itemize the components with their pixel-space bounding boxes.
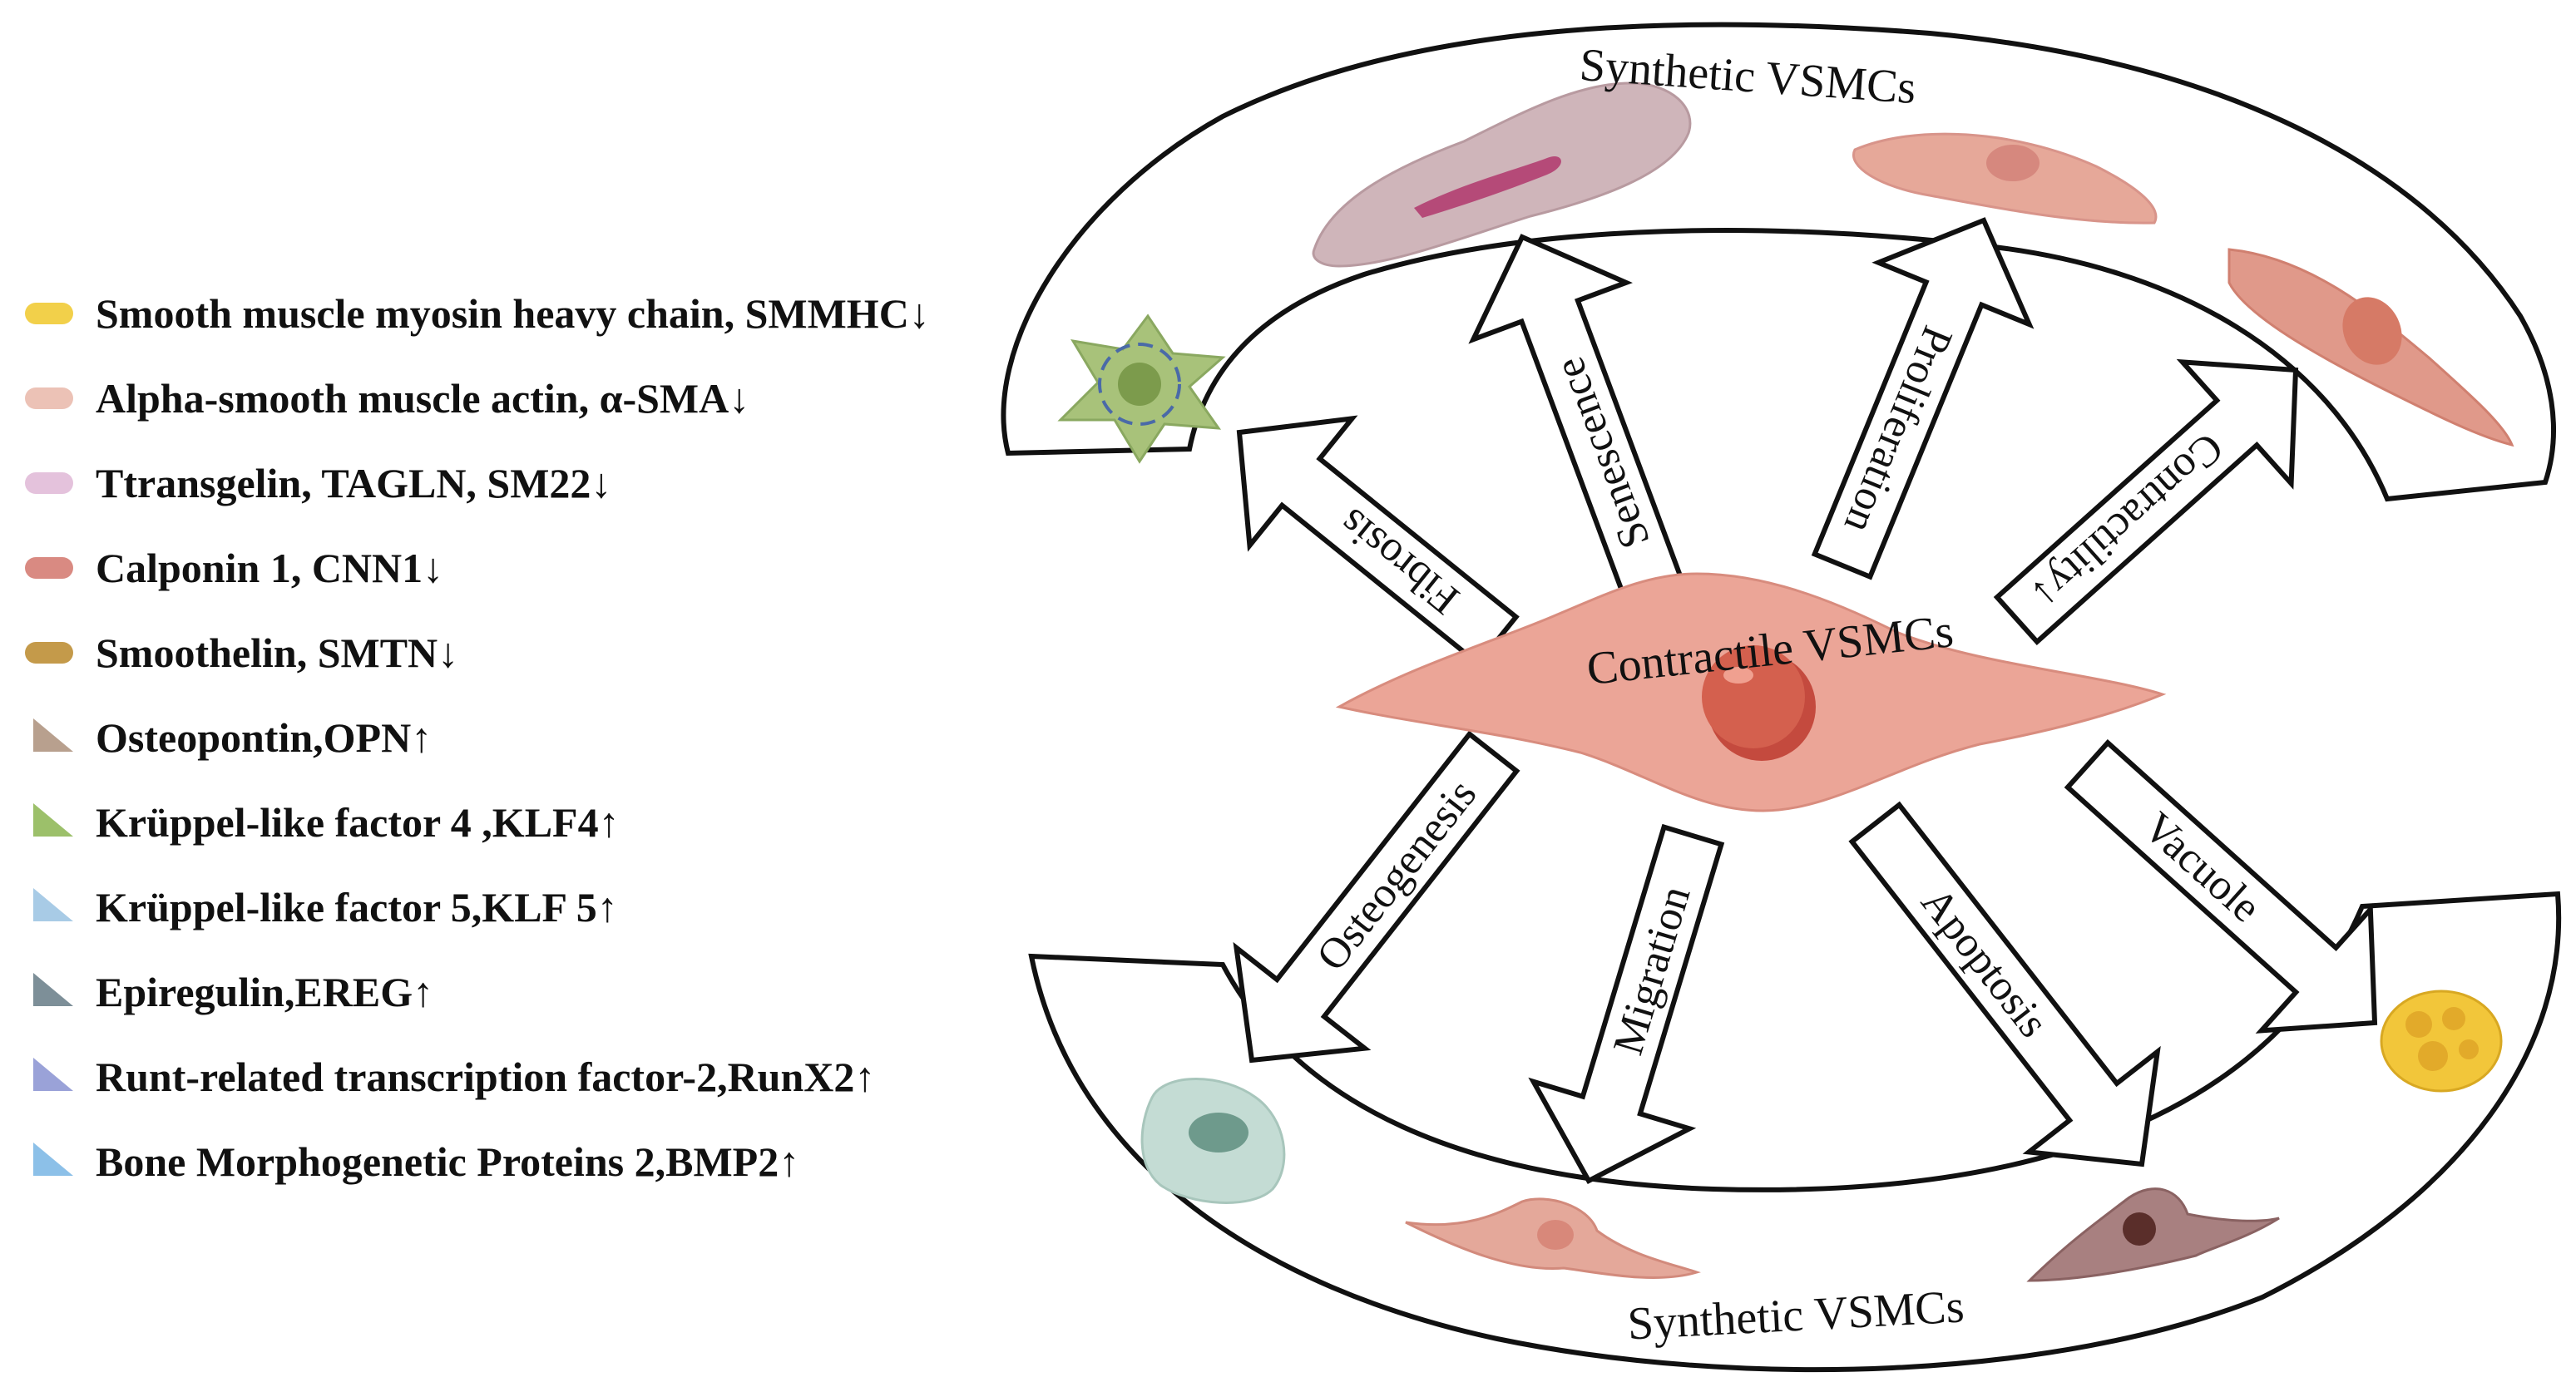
legend-item: Calponin 1, CNN1↓ <box>25 545 443 591</box>
apoptotic-cell-illustration <box>2026 1187 2280 1282</box>
legend-label: Epiregulin,EREG↑ <box>96 969 433 1015</box>
legend-swatch-pill <box>25 557 73 579</box>
legend-swatch-triangle <box>33 718 73 752</box>
top-synthetic-ring <box>1001 22 2556 502</box>
contractility-arrow-label: Contractility↓ <box>2022 423 2232 619</box>
legend-item: Smooth muscle myosin heavy chain, SMMHC↓ <box>25 290 930 337</box>
migration-arrow: Migration <box>1528 823 1725 1185</box>
legend-item: Epiregulin,EREG↑ <box>33 969 433 1015</box>
migrating-cell-illustration <box>1405 1197 1701 1279</box>
legend-swatch-pill <box>25 387 73 409</box>
legend-item: Krüppel-like factor 5,KLF 5↑ <box>33 884 618 930</box>
legend-swatch-triangle <box>33 973 73 1006</box>
senescence-arrow: Senescence <box>1468 234 1687 609</box>
legend-swatch-pill <box>25 303 73 324</box>
legend-item: Osteopontin,OPN↑ <box>33 714 432 761</box>
legend-swatch-triangle <box>33 803 73 837</box>
legend-swatch-triangle <box>33 1143 73 1176</box>
legend-item: Alpha-smooth muscle actin, α-SMA↓ <box>25 375 749 422</box>
legend-label: Ttransgelin, TAGLN, SM22↓ <box>96 460 611 506</box>
legend-label: Osteopontin,OPN↑ <box>96 714 432 761</box>
legend-label: Krüppel-like factor 4 ,KLF4↑ <box>96 799 620 846</box>
legend-item: Krüppel-like factor 4 ,KLF4↑ <box>33 799 620 846</box>
senescent-cell-illustration <box>1312 81 1692 268</box>
legend-label: Krüppel-like factor 5,KLF 5↑ <box>96 884 618 930</box>
legend-label: Calponin 1, CNN1↓ <box>96 545 443 591</box>
fibrotic-cell-illustration <box>1057 313 1226 464</box>
legend: Smooth muscle myosin heavy chain, SMMHC↓… <box>25 290 930 1185</box>
legend-swatch-triangle <box>33 1058 73 1091</box>
legend-label: Bone Morphogenetic Proteins 2,BMP2↑ <box>96 1138 799 1185</box>
proliferation-arrow: Proliferation <box>1811 217 2035 580</box>
elongated-cell-illustration <box>2227 248 2514 447</box>
legend-swatch-pill <box>25 472 73 494</box>
legend-item: Ttransgelin, TAGLN, SM22↓ <box>25 460 611 506</box>
vacuole-cell-illustration <box>2380 990 2503 1093</box>
proliferating-cell-illustration <box>1852 132 2158 225</box>
legend-item: Bone Morphogenetic Proteins 2,BMP2↑ <box>33 1138 799 1185</box>
legend-label: Smoothelin, SMTN↓ <box>96 629 458 676</box>
legend-label: Alpha-smooth muscle actin, α-SMA↓ <box>96 375 749 422</box>
legend-label: Smooth muscle myosin heavy chain, SMMHC↓ <box>96 290 930 337</box>
legend-label: Runt-related transcription factor-2,RunX… <box>96 1054 875 1100</box>
legend-swatch-triangle <box>33 888 73 921</box>
apoptosis-arrow-label: Apoptosis <box>1911 879 2057 1046</box>
legend-item: Smoothelin, SMTN↓ <box>25 629 458 676</box>
contractile-cell <box>1335 572 2167 812</box>
osteogenesis-arrow-label: Osteogenesis <box>1308 771 1486 980</box>
legend-swatch-pill <box>25 642 73 664</box>
osteogenic-cell-illustration <box>1140 1078 1286 1204</box>
legend-item: Runt-related transcription factor-2,RunX… <box>33 1054 875 1100</box>
